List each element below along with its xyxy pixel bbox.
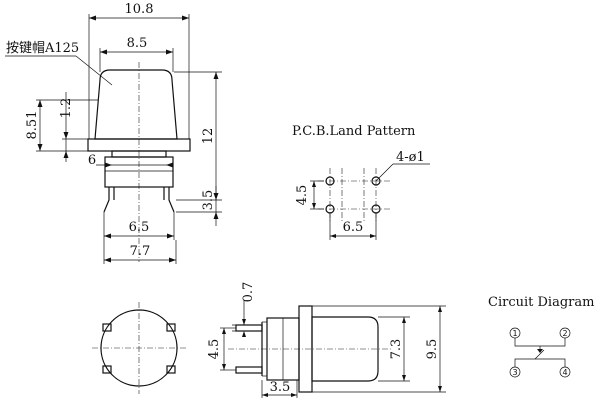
pin-3-label: 3: [512, 368, 517, 377]
pin-4-label: 4: [562, 368, 567, 377]
pcb-hole: [325, 176, 335, 186]
pcb-title: P.C.B.Land Pattern: [292, 124, 416, 139]
dim-cap-step: 1.2: [59, 98, 74, 119]
front-view: 10.8 8.5 按键帽A125 8.51 1.2 12: [5, 2, 222, 264]
dim-side-pin-pitch: 4.5: [207, 339, 222, 360]
dim-base-width: 7.7: [130, 244, 151, 259]
dim-total-height: 12: [201, 128, 216, 145]
cap-note: 按键帽A125: [6, 40, 79, 56]
pin-2-label: 2: [562, 329, 567, 338]
side-view: 0.7 4.5 3.5 7.3 9.5: [207, 282, 446, 398]
dim-side-pin-thick: 0.7: [241, 282, 256, 303]
dim-pcb-vert: 4.5: [295, 185, 310, 206]
dim-side-total-height: 9.5: [425, 339, 440, 360]
dim-cap-width: 8.5: [127, 36, 148, 51]
hole-note: 4-ø1: [396, 150, 425, 165]
pcb-hole: [371, 204, 381, 214]
pin-1-label: 1: [512, 329, 517, 338]
dim-overall-width: 10.8: [125, 2, 154, 17]
dim-stem-width: 6: [88, 153, 96, 168]
dim-body-height: 8.51: [25, 111, 40, 140]
dim-pcb-horiz: 6.5: [343, 220, 364, 235]
pcb-hole: [371, 176, 381, 186]
circuit-title: Circuit Diagram: [488, 295, 594, 310]
top-view: [92, 302, 186, 394]
dim-pin-length: 3.5: [201, 190, 216, 211]
circuit-diagram: Circuit Diagram 1 2 3 4: [488, 295, 594, 378]
pcb-hole: [325, 204, 335, 214]
dim-pin-pitch: 6.5: [129, 220, 150, 235]
dim-side-cap-height: 7.3: [389, 339, 404, 360]
pcb-land-pattern: P.C.B.Land Pattern 4-ø1 4.5 6.5: [292, 124, 430, 240]
dim-side-pin-len: 3.5: [270, 380, 291, 395]
